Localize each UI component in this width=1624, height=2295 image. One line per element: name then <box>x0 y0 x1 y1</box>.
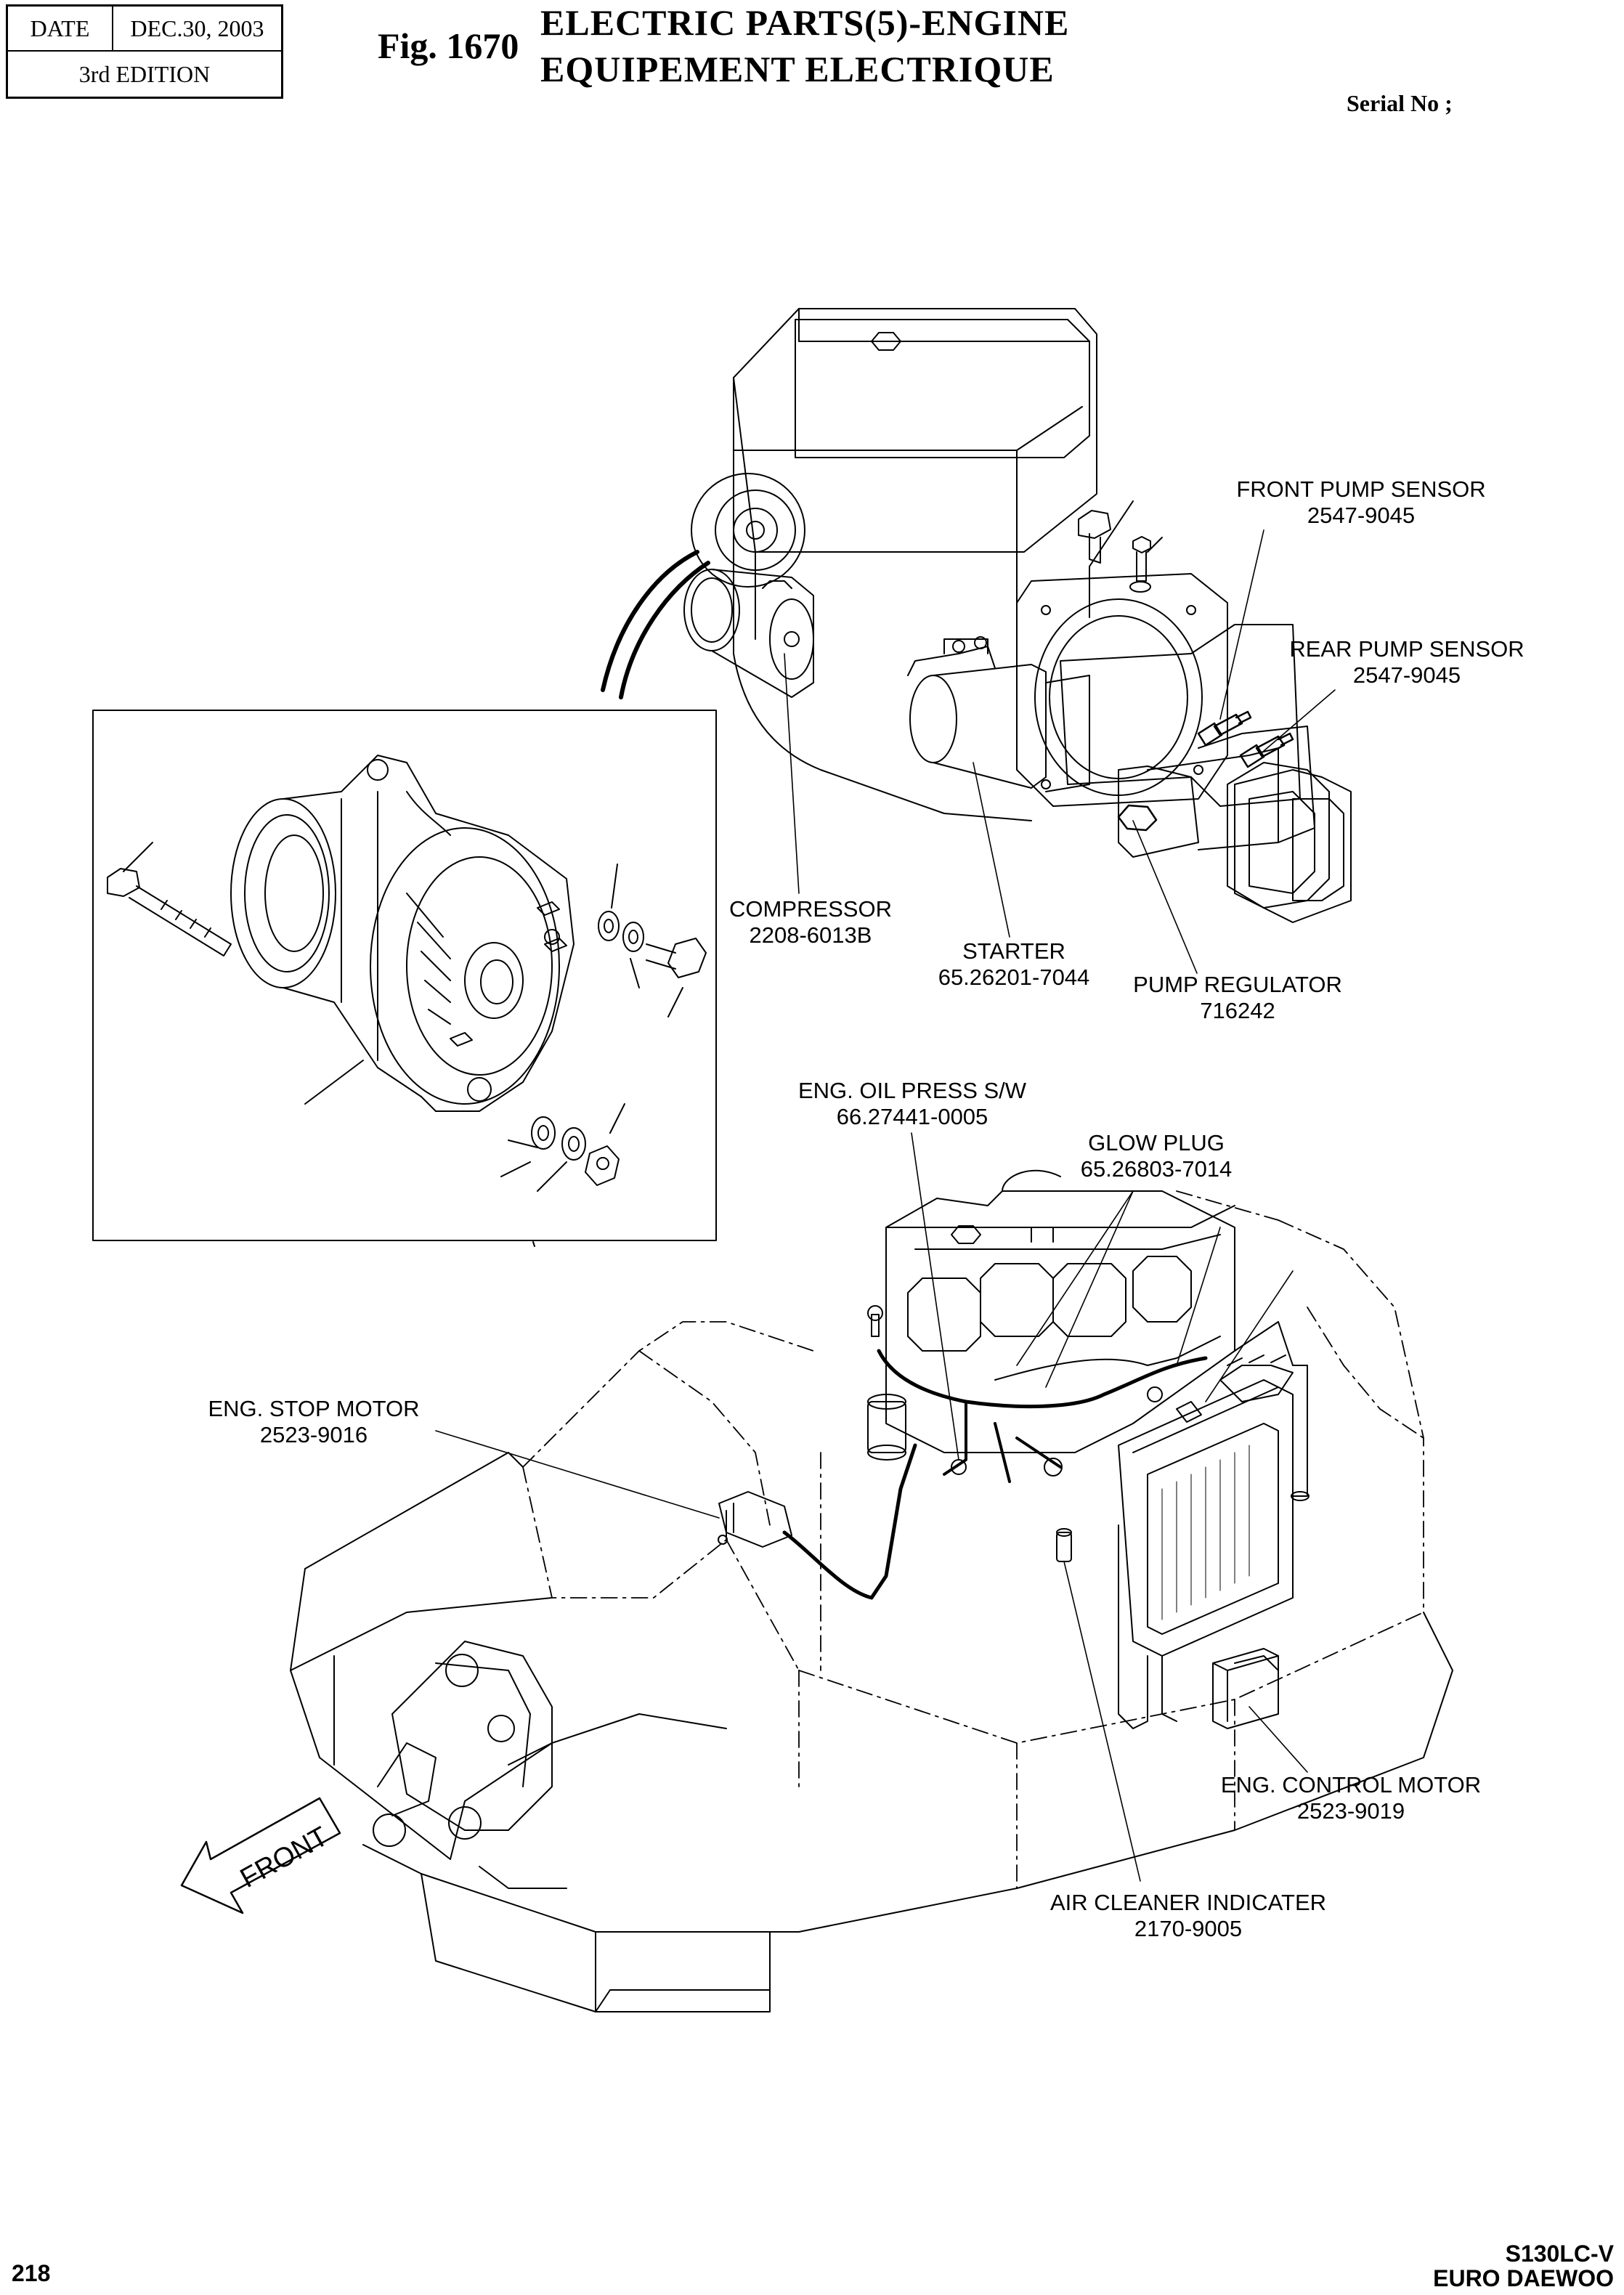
leader-lines <box>435 529 1336 1882</box>
model-footer: S130LC-V EURO DAEWOO <box>1433 2241 1614 2291</box>
starter-name: STARTER <box>962 938 1065 964</box>
starter-part: 65.26201-7044 <box>938 964 1090 990</box>
callout-front-pump-sensor: FRONT PUMP SENSOR 2547-9045 <box>1236 476 1485 529</box>
eng-stop-motor-part: 2523-9016 <box>259 1422 368 1447</box>
figure-number: Fig. 1670 <box>378 25 519 66</box>
edition: 3rd EDITION <box>78 60 211 87</box>
compressor-name: COMPRESSOR <box>729 896 892 922</box>
upper-engine-drawing <box>601 308 1352 923</box>
rear-pump-sensor-part: 2547-9045 <box>1352 662 1461 688</box>
eng-oil-press-sw-part: 66.27441-0005 <box>836 1104 988 1129</box>
eng-control-motor-part: 2523-9019 <box>1296 1798 1405 1824</box>
front-pump-sensor-name: FRONT PUMP SENSOR <box>1236 476 1486 502</box>
glow-plug-part: 65.26803-7014 <box>1080 1156 1233 1182</box>
front-arrow <box>180 1797 341 1914</box>
rear-pump-sensor-name: REAR PUMP SENSOR <box>1289 636 1524 662</box>
callout-glow-plug: GLOW PLUG 65.26803-7014 <box>1081 1130 1233 1182</box>
lower-engine-drawing <box>290 1169 1453 2012</box>
title-english: ELECTRIC PARTS(5)-ENGINE <box>540 2 1070 43</box>
callout-eng-control-motor: ENG. CONTROL MOTOR 2523-9019 <box>1221 1772 1481 1824</box>
front-arrow-label: FRONT <box>235 1821 333 1894</box>
callout-compressor: COMPRESSOR 2208-6013B <box>729 896 892 949</box>
callout-eng-oil-press-sw: ENG. OIL PRESS S/W 66.27441-0005 <box>798 1078 1026 1130</box>
callout-eng-stop-motor: ENG. STOP MOTOR 2523-9016 <box>208 1396 419 1448</box>
eng-control-motor-name: ENG. CONTROL MOTOR <box>1220 1772 1482 1798</box>
front-pump-sensor-part: 2547-9045 <box>1307 503 1416 528</box>
title-french: EQUIPEMENT ELECTRIQUE <box>540 49 1055 89</box>
eng-stop-motor-name: ENG. STOP MOTOR <box>208 1396 420 1421</box>
compressor-part: 2208-6013B <box>749 922 872 948</box>
date-value: DEC.30, 2003 <box>113 7 281 52</box>
page-number: 218 <box>12 2260 51 2286</box>
model-name: S130LC-V <box>1505 2241 1614 2267</box>
glow-plug-name: GLOW PLUG <box>1088 1130 1225 1155</box>
header-info-box: DATE DEC.30, 2003 3rd EDITION <box>6 4 283 99</box>
alternator-inset <box>92 710 717 1247</box>
callout-rear-pump-sensor: REAR PUMP SENSOR 2547-9045 <box>1289 636 1524 688</box>
air-cleaner-indicater-name: AIR CLEANER INDICATER <box>1049 1890 1327 1915</box>
callout-pump-regulator: PUMP REGULATOR 716242 <box>1133 972 1342 1024</box>
date-label: DATE <box>8 7 113 52</box>
eng-oil-press-sw-name: ENG. OIL PRESS S/W <box>797 1078 1027 1103</box>
serial-number-label: Serial No ; <box>1347 90 1453 116</box>
callout-air-cleaner-indicater: AIR CLEANER INDICATER 2170-9005 <box>1050 1890 1326 1942</box>
callout-starter: STARTER 65.26201-7044 <box>938 938 1090 991</box>
pump-regulator-part: 716242 <box>1200 998 1275 1023</box>
pump-regulator-name: PUMP REGULATOR <box>1133 972 1342 997</box>
air-cleaner-indicater-part: 2170-9005 <box>1134 1916 1243 1941</box>
brand-name: EURO DAEWOO <box>1433 2265 1614 2291</box>
